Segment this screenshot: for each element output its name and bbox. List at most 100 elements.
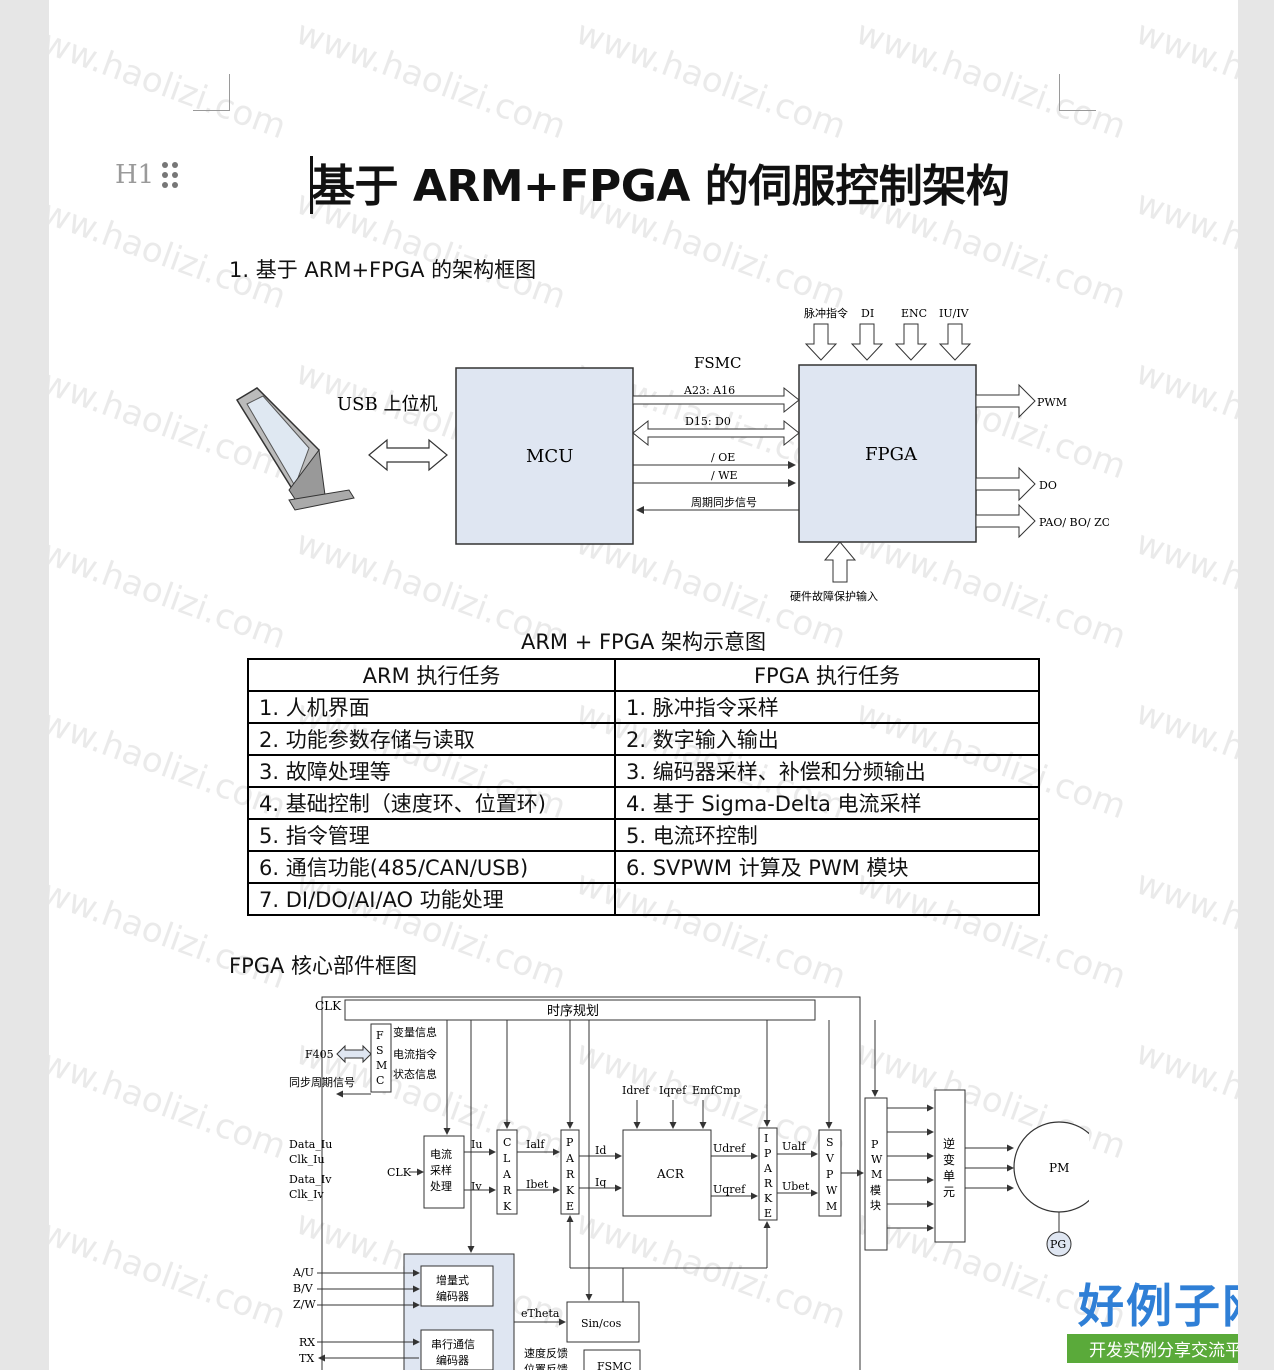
idref-label: Idref <box>622 1084 650 1097</box>
table-cell[interactable] <box>614 882 1040 916</box>
serial-encoder-text: 编码器 <box>436 1353 469 1367</box>
speed-feedback-label: 速度反馈 <box>524 1346 568 1360</box>
data-iu-label: Data_Iu <box>289 1138 332 1151</box>
data-iv-label: Data_Iv <box>289 1173 332 1186</box>
table-cell[interactable]: 6. 通信功能(485/CAN/USB) <box>247 850 616 884</box>
park-letter: P <box>566 1136 574 1149</box>
inverter-block <box>934 1089 966 1243</box>
table-cell[interactable]: 3. 编码器采样、补偿和分频输出 <box>614 754 1040 788</box>
table-cell[interactable]: 4. 基于 Sigma-Delta 电流采样 <box>614 786 1040 820</box>
watermark: www.haolizi.com <box>1130 692 1238 828</box>
pwm-module-block <box>864 1097 888 1251</box>
table-cell[interactable]: 2. 功能参数存储与读取 <box>247 722 616 756</box>
serial-input-label: RX <box>299 1336 315 1349</box>
table-cell[interactable]: 3. 故障处理等 <box>247 754 616 788</box>
data-bus-arrow <box>632 419 800 447</box>
table-cell[interactable]: 6. SVPWM 计算及 PWM 模块 <box>614 850 1040 884</box>
ipark-letter: P <box>764 1147 772 1160</box>
iu-label: Iu <box>471 1138 482 1151</box>
table-cell[interactable]: 7. DI/DO/AI/AO 功能处理 <box>247 882 616 916</box>
text-cursor <box>310 156 313 214</box>
logo-main-text: 好例子网 <box>1078 1279 1238 1333</box>
document-title[interactable]: 基于 ARM+FPGA 的伺服控制架构 <box>311 161 1010 212</box>
park-letter: K <box>566 1184 575 1197</box>
figure-caption-1: ARM + FPGA 架构示意图 <box>520 630 767 654</box>
pg-encoder-icon <box>1046 1231 1072 1257</box>
ipark-block <box>758 1127 778 1221</box>
incremental-encoder-block <box>420 1265 494 1307</box>
heading-handle[interactable]: H1 <box>115 160 179 190</box>
data-bus-label: D15: D0 <box>685 415 731 428</box>
inc-encoder-text: 编码器 <box>436 1289 469 1303</box>
usb-host-label: USB 上位机 <box>337 394 437 415</box>
usb-double-arrow <box>368 438 448 472</box>
clark-letter: R <box>503 1184 512 1197</box>
table-cell[interactable]: 4. 基础控制（速度环、位置环) <box>247 786 616 820</box>
table-cell[interactable]: 2. 数字输入输出 <box>614 722 1040 756</box>
table-cell[interactable]: 5. 电流环控制 <box>614 818 1040 852</box>
ialf-label: Ialf <box>526 1138 545 1151</box>
pg-label: PG <box>1050 1238 1066 1251</box>
park-letter: R <box>566 1168 575 1181</box>
position-feedback-label: 位置反馈 <box>524 1362 568 1370</box>
clk-iv-label: Clk_Iv <box>289 1188 324 1201</box>
clark-letter: K <box>503 1200 512 1213</box>
pwm-module-text: P <box>871 1138 879 1151</box>
fsmc-letter: C <box>376 1074 384 1087</box>
header-fpga: FPGA 执行任务 <box>614 658 1040 692</box>
ipark-letter: R <box>764 1177 773 1190</box>
mcu-label: MCU <box>526 446 573 467</box>
input-arrow <box>804 323 838 361</box>
udref-label: Udref <box>713 1142 746 1155</box>
fault-input-label: 硬件故障保护输入 <box>790 589 878 603</box>
margin-corner-top-right <box>1059 74 1096 111</box>
clark-letter: A <box>502 1168 512 1181</box>
serial-input-label: TX <box>299 1352 314 1365</box>
site-logo[interactable]: 好例子网 开发实例分享交流平台 <box>1067 1278 1238 1363</box>
f405-double-arrow <box>336 1044 372 1064</box>
svpwm-letter: P <box>826 1168 834 1181</box>
fsmc-item: 变量信息 <box>393 1025 437 1039</box>
sampler-text: 处理 <box>430 1180 452 1193</box>
do-output-arrow <box>975 466 1036 502</box>
watermark: www.haolizi.com <box>1130 1032 1238 1168</box>
inverter-text: 逆 <box>943 1136 955 1151</box>
svpwm-letter: S <box>826 1136 834 1149</box>
pwm-module-text: W <box>871 1153 883 1166</box>
ipark-letter: I <box>764 1132 768 1145</box>
section-heading-2[interactable]: FPGA 核心部件框图 <box>229 954 418 978</box>
inverter-text: 单 <box>943 1169 955 1183</box>
watermark: www.haolizi.com <box>1130 862 1238 998</box>
header-arm: ARM 执行任务 <box>247 658 616 692</box>
watermark: www.haolizi.com <box>1130 12 1238 148</box>
we-label: / WE <box>711 469 738 482</box>
svpwm-letter: M <box>826 1200 837 1213</box>
acr-block <box>622 1129 712 1217</box>
drag-grip-icon[interactable] <box>162 162 179 188</box>
table-cell[interactable]: 5. 指令管理 <box>247 818 616 852</box>
margin-corner-top-left <box>193 74 230 111</box>
fpga-outer-frame <box>321 996 861 1370</box>
pm-label: PM <box>1049 1161 1069 1175</box>
arm-fpga-architecture-diagram: USB 上位机 MCU FPGA FSMC A23: A16 D15: D0 /… <box>235 306 1109 603</box>
section-heading-1[interactable]: 1. 基于 ARM+FPGA 的架构框图 <box>229 258 537 282</box>
input-pulse-label: 脉冲指令 <box>804 306 848 320</box>
table-cell[interactable]: 1. 脉冲指令采样 <box>614 690 1040 724</box>
iv-label: Iv <box>471 1180 482 1193</box>
current-sampler-block <box>423 1135 465 1209</box>
watermark: www.haolizi.com <box>1130 352 1238 488</box>
serial-encoder-text: 串行通信 <box>431 1338 475 1351</box>
fsmc-letter: S <box>376 1044 384 1057</box>
clk-sampler-label: CLK <box>387 1166 412 1179</box>
svpwm-letter: V <box>825 1152 835 1165</box>
document-page: www.haolizi.com www.haolizi.com www.haol… <box>49 0 1238 1370</box>
pwm-module-text: 块 <box>870 1199 881 1212</box>
table-row: 4. 基础控制（速度环、位置环)4. 基于 Sigma-Delta 电流采样 <box>247 786 1040 820</box>
monitor-icon <box>235 387 355 511</box>
serial-encoder-block <box>420 1329 494 1370</box>
ipark-letter: A <box>763 1162 773 1175</box>
table-cell[interactable]: 1. 人机界面 <box>247 690 616 724</box>
watermark: www.haolizi.com <box>49 182 292 318</box>
